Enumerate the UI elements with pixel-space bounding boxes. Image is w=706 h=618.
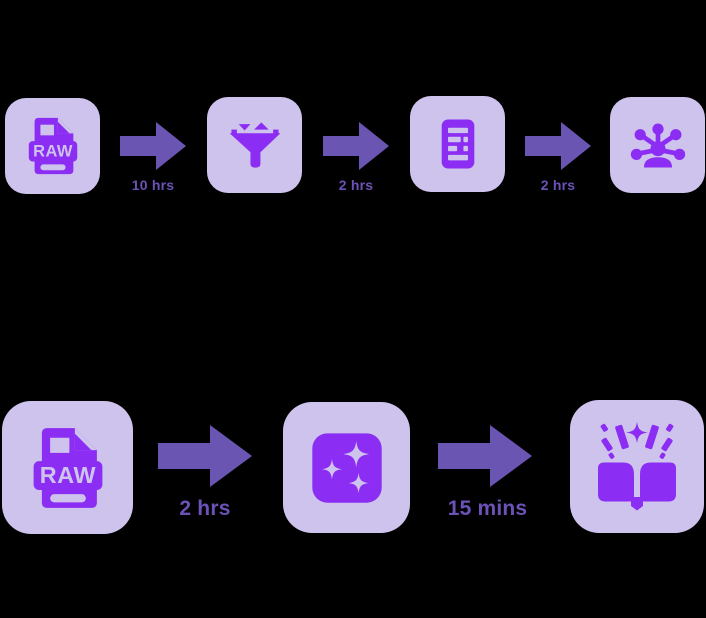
step-tile-raw-file: RAW [5, 98, 100, 194]
open-book-sparks-icon [598, 421, 676, 510]
duration-label: 15 mins [447, 497, 528, 520]
raw-file-label: RAW [39, 462, 96, 488]
arrow-right-icon [158, 425, 252, 487]
arrow-right-icon [525, 122, 591, 170]
duration-label: 10 hrs [131, 177, 175, 193]
step-tile-insights-book [570, 400, 704, 533]
step-tile-knowledge-hub [610, 97, 705, 193]
filter-funnel-icon [229, 122, 280, 168]
duration-label: 2 hrs [179, 497, 231, 520]
step-tile-ai-clean [283, 402, 410, 533]
checklist-icon [441, 119, 474, 169]
arrow-right-icon [323, 122, 389, 170]
duration-label: 2 hrs [540, 177, 576, 193]
arrow-right-icon [438, 425, 532, 487]
step-tile-filter [207, 97, 302, 193]
knowledge-hub-icon [630, 123, 685, 168]
duration-label: 2 hrs [338, 177, 374, 193]
raw-file-label: RAW [33, 143, 73, 161]
raw-file-icon: RAW [33, 427, 102, 508]
step-tile-raw-file: RAW [2, 401, 133, 534]
arrow-right-icon [120, 122, 186, 170]
sparkles-icon [311, 432, 382, 503]
step-tile-checklist [410, 96, 505, 192]
raw-file-icon: RAW [28, 117, 77, 175]
